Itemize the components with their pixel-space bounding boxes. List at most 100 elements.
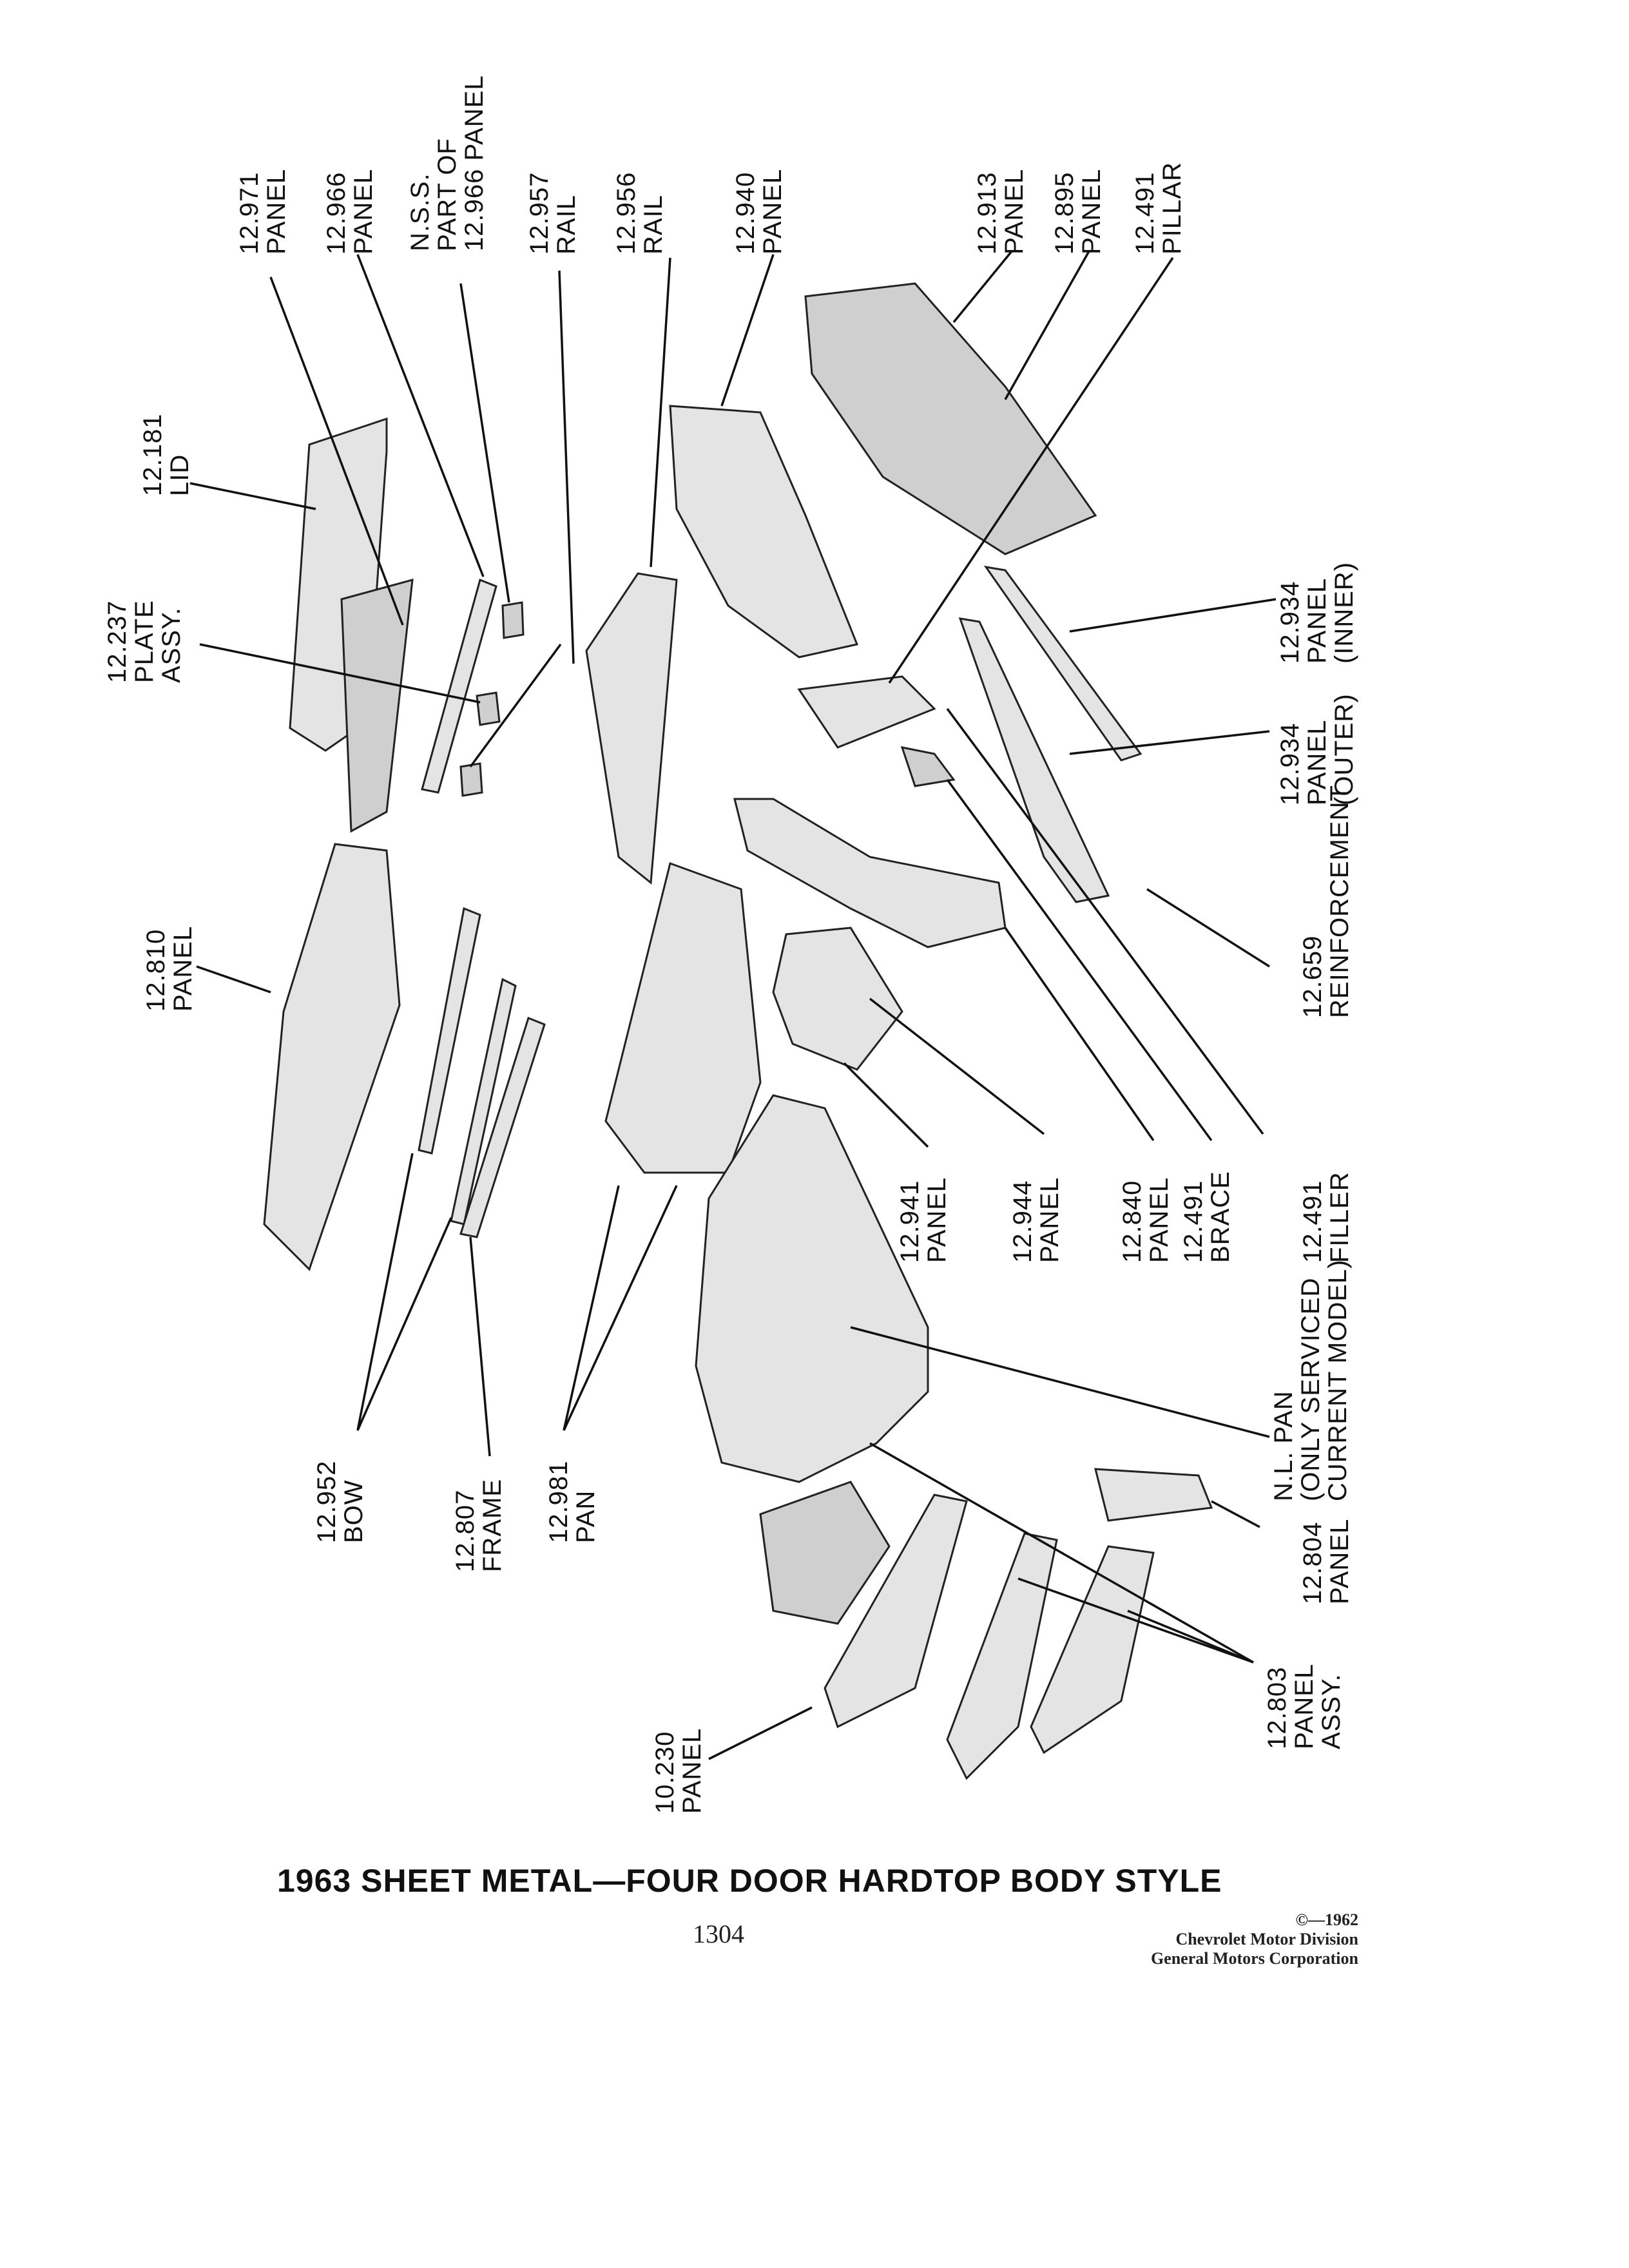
svg-text:RAIL: RAIL <box>639 195 668 255</box>
svg-text:12.237: 12.237 <box>103 601 131 683</box>
svg-text:12.181: 12.181 <box>139 414 167 496</box>
svg-text:RAIL: RAIL <box>552 195 581 255</box>
copyright-credit: ©—1962 Chevrolet Motor Division General … <box>1151 1910 1358 1968</box>
label-nss-part-of-12966: N.S.S. PART OF 12.966 PANEL <box>406 75 488 251</box>
inner-panel-12934-part <box>983 565 1142 762</box>
svg-text:12.491: 12.491 <box>1179 1180 1208 1263</box>
label-nl-pan: N.L. PAN (ONLY SERVICED CURRENT MODEL) <box>1269 1259 1352 1501</box>
svg-text:ASSY.: ASSY. <box>1317 1673 1345 1749</box>
roof-panel-part <box>263 843 401 1271</box>
svg-text:(ONLY SERVICED: (ONLY SERVICED <box>1296 1278 1325 1501</box>
main-floor-pan-part <box>695 1094 929 1483</box>
svg-text:PANEL: PANEL <box>758 169 787 255</box>
label-12803-panel-assy: 12.803 PANEL ASSY. <box>1263 1664 1345 1749</box>
parts-illustration <box>263 282 1213 1780</box>
svg-text:12.956: 12.956 <box>612 172 641 255</box>
roof-rail-part <box>585 572 678 885</box>
svg-text:12.934: 12.934 <box>1276 581 1304 664</box>
label-12952-bow: 12.952 BOW <box>313 1461 368 1543</box>
svg-text:12.840: 12.840 <box>1118 1180 1146 1263</box>
svg-text:PANEL: PANEL <box>1036 1177 1064 1263</box>
svg-text:PANEL: PANEL <box>1325 1519 1354 1604</box>
svg-text:PAN: PAN <box>572 1490 600 1543</box>
svg-text:10.230: 10.230 <box>651 1731 679 1814</box>
label-12807-frame: 12.807 FRAME <box>451 1479 506 1572</box>
pillar-part <box>797 675 936 749</box>
svg-text:12.895: 12.895 <box>1050 172 1079 255</box>
svg-text:12.952: 12.952 <box>313 1461 341 1543</box>
label-12491-pillar: 12.491 PILLAR <box>1131 162 1186 255</box>
svg-text:12.810: 12.810 <box>142 929 170 1012</box>
svg-text:FRAME: FRAME <box>478 1479 506 1572</box>
svg-text:PANEL: PANEL <box>923 1177 951 1263</box>
label-12940-panel: 12.940 PANEL <box>731 169 787 255</box>
label-12956-rail: 12.956 RAIL <box>612 172 668 255</box>
label-12840-panel: 12.840 PANEL <box>1118 1177 1173 1263</box>
credit-line-2: Chevrolet Motor Division <box>1175 1930 1358 1948</box>
svg-text:PART OF: PART OF <box>433 138 461 251</box>
svg-text:12.981: 12.981 <box>545 1461 573 1543</box>
svg-text:PANEL: PANEL <box>349 169 378 255</box>
lid-panel-12966-part <box>421 578 497 794</box>
outer-panel-12934-part <box>958 617 1110 903</box>
label-12957-rail: 12.957 RAIL <box>525 172 581 255</box>
cowl-panel-assy-part <box>946 1532 1058 1780</box>
credit-line-1: ©—1962 <box>1295 1910 1358 1929</box>
dash-panel-12804-part <box>1094 1468 1213 1522</box>
svg-text:PLATE: PLATE <box>130 600 159 683</box>
svg-text:PANEL: PANEL <box>1077 169 1106 255</box>
svg-text:12.966: 12.966 <box>322 172 351 255</box>
svg-text:BRACE: BRACE <box>1206 1171 1235 1263</box>
label-12491-brace: 12.491 BRACE <box>1179 1171 1235 1263</box>
page-number: 1304 <box>693 1919 744 1948</box>
label-12941-panel: 12.941 PANEL <box>896 1177 951 1263</box>
label-12944-panel: 12.944 PANEL <box>1008 1177 1064 1263</box>
svg-text:12.966 PANEL: 12.966 PANEL <box>460 75 488 251</box>
svg-text:PANEL: PANEL <box>678 1728 706 1814</box>
bow-part <box>418 907 481 1155</box>
label-12981-pan: 12.981 PAN <box>545 1461 600 1543</box>
svg-text:12.491: 12.491 <box>1298 1180 1327 1263</box>
svg-text:(OUTER): (OUTER) <box>1330 693 1358 805</box>
svg-text:BOW: BOW <box>340 1479 368 1543</box>
credit-line-3: General Motors Corporation <box>1150 1949 1358 1968</box>
svg-text:12.659: 12.659 <box>1298 936 1327 1018</box>
svg-text:CURRENT MODEL): CURRENT MODEL) <box>1324 1259 1352 1501</box>
svg-text:12.941: 12.941 <box>896 1180 924 1263</box>
rocker-panel-part <box>804 282 1097 555</box>
label-12810-panel: 12.810 PANEL <box>142 926 197 1012</box>
svg-text:ASSY.: ASSY. <box>157 607 186 683</box>
label-12659-reinforcement: 12.659 REINFORCEMENT <box>1298 785 1354 1018</box>
svg-text:PANEL: PANEL <box>1000 169 1028 255</box>
svg-text:12.913: 12.913 <box>973 172 1001 255</box>
label-12934-panel-inner: 12.934 PANEL (INNER) <box>1276 562 1358 664</box>
svg-text:FILLER: FILLER <box>1325 1171 1354 1263</box>
frame-part <box>459 1017 546 1238</box>
panel-12944-part <box>772 927 903 1071</box>
svg-text:PILLAR: PILLAR <box>1158 162 1186 255</box>
svg-text:PANEL: PANEL <box>169 926 197 1012</box>
label-12895-panel: 12.895 PANEL <box>1050 169 1106 255</box>
svg-text:(INNER): (INNER) <box>1330 562 1358 664</box>
svg-text:12.934: 12.934 <box>1276 723 1304 805</box>
label-12804-panel: 12.804 PANEL <box>1298 1519 1354 1604</box>
svg-text:12.957: 12.957 <box>525 172 554 255</box>
label-12491-filler: 12.491 FILLER <box>1298 1171 1354 1263</box>
floor-pan-part <box>604 862 762 1174</box>
wheelhouse-panel-part <box>733 798 1007 948</box>
svg-text:12.940: 12.940 <box>731 172 760 255</box>
label-12913-panel: 12.913 PANEL <box>973 169 1028 255</box>
label-12966-panel: 12.966 PANEL <box>322 169 378 255</box>
leader-lines <box>189 250 1277 1760</box>
quarter-panel-12940-part <box>669 405 859 658</box>
svg-text:N.S.S.: N.S.S. <box>406 173 434 251</box>
diagram-caption: 1963 SHEET METAL—FOUR DOOR HARDTOP BODY … <box>277 1863 1222 1899</box>
svg-text:12.803: 12.803 <box>1263 1667 1291 1749</box>
svg-text:12.971: 12.971 <box>235 172 264 255</box>
svg-text:12.491: 12.491 <box>1131 172 1159 255</box>
svg-text:N.L. PAN: N.L. PAN <box>1269 1390 1298 1501</box>
svg-text:LID: LID <box>166 454 194 496</box>
svg-text:PANEL: PANEL <box>1290 1664 1318 1749</box>
label-12971-panel: 12.971 PANEL <box>235 169 291 255</box>
